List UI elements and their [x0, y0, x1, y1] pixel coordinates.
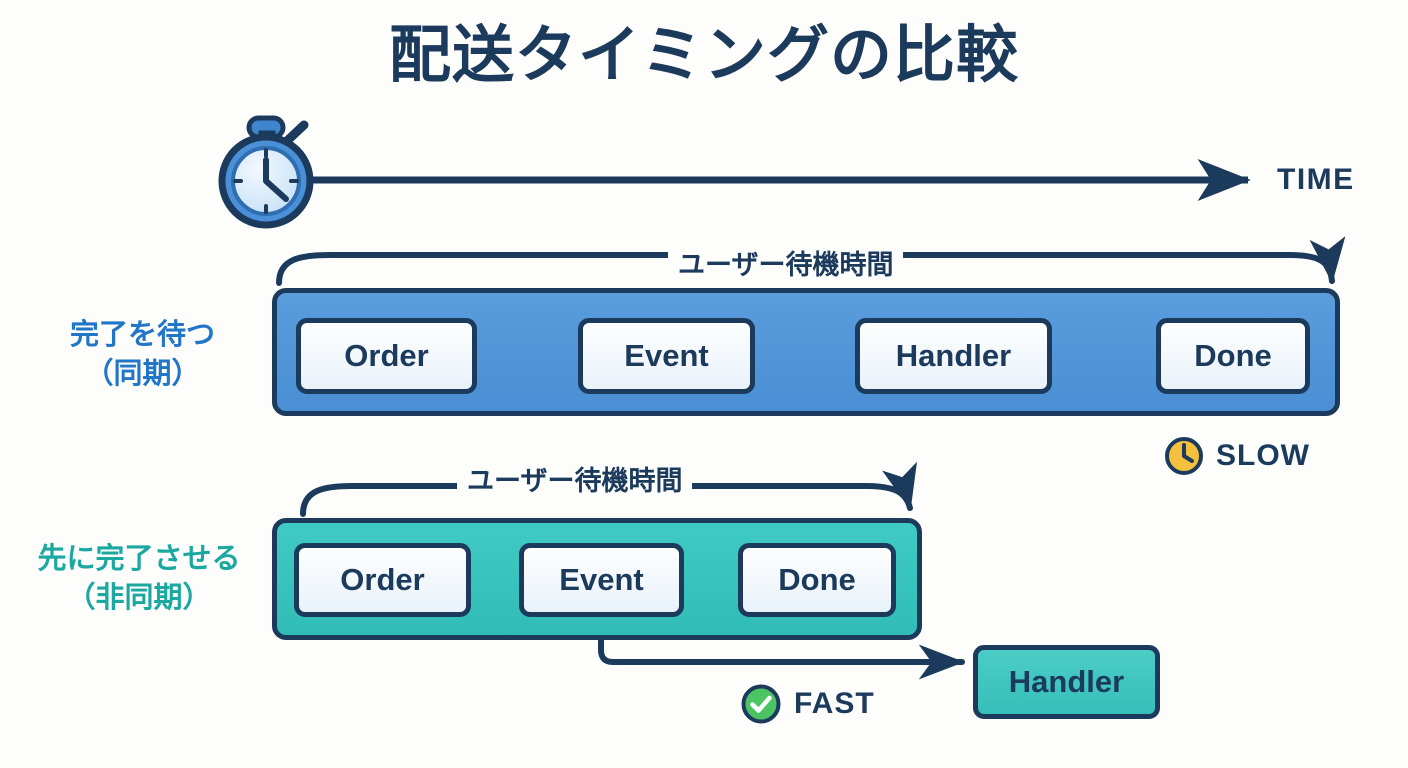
fast-badge-label: FAST: [794, 687, 875, 720]
sync-step-order[interactable]: Order: [296, 318, 477, 394]
stopwatch-icon: [218, 115, 314, 229]
sync-step-handler[interactable]: Handler: [855, 318, 1052, 394]
sync-step-done[interactable]: Done: [1156, 318, 1310, 394]
check-circle-icon: [741, 684, 781, 724]
sync-row-label: 完了を待つ （同期）: [20, 316, 265, 394]
time-axis-label: TIME: [1277, 163, 1355, 196]
async-row-label: 先に完了させる （非同期）: [8, 540, 270, 618]
async-step-event[interactable]: Event: [519, 543, 684, 617]
async-step-done[interactable]: Done: [738, 543, 896, 617]
sync-step-event[interactable]: Event: [578, 318, 755, 394]
slow-badge: SLOW: [1164, 436, 1310, 476]
slow-badge-label: SLOW: [1216, 439, 1310, 472]
async-wait-caption: ユーザー待機時間: [457, 459, 693, 498]
async-row-label-line1: 先に完了させる: [37, 543, 241, 575]
async-step-order[interactable]: Order: [294, 543, 471, 617]
async-row-label-line2: （非同期）: [66, 582, 212, 615]
page-title: 配送タイミングの比較: [388, 21, 1019, 90]
fast-badge: FAST: [740, 683, 875, 725]
async-step-handler[interactable]: Handler: [973, 645, 1160, 719]
clock-icon: [1165, 437, 1203, 475]
sync-wait-caption: ユーザー待機時間: [668, 243, 904, 282]
sync-row-label-line2: （同期）: [84, 358, 201, 391]
sync-row-label-line1: 完了を待つ: [69, 319, 215, 351]
